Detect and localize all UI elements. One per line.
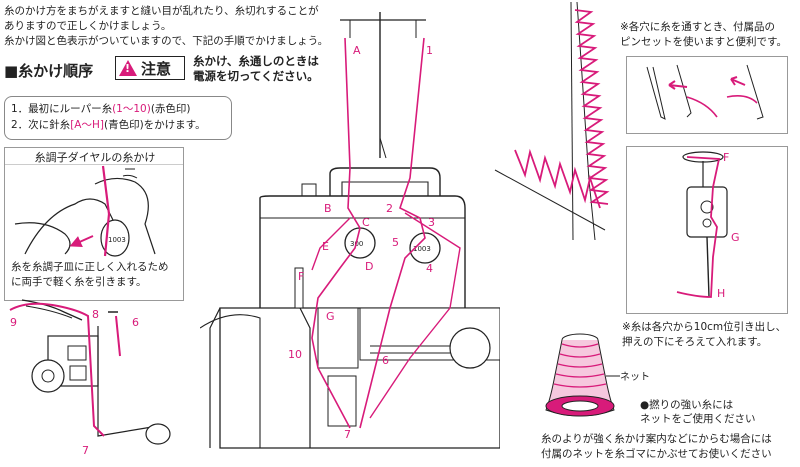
dial-note: 糸を糸調子皿に正しく入れるため に両手で軽く糸を引きます。 [11, 261, 169, 288]
needle-illustration: F G H [676, 151, 740, 300]
tweezer-tip: ※各穴に糸を通すとき、付属品の ピンセットを使いますと便利です。 [620, 21, 787, 48]
label-8: 8 [92, 308, 99, 321]
tension-dial-illustration: 1003 [5, 164, 183, 257]
label-e: E [322, 240, 329, 253]
label-10: 10 [288, 348, 302, 361]
dial-number: 1003 [108, 236, 126, 244]
label-f: F [723, 151, 729, 164]
label-9: 9 [10, 316, 17, 329]
tweezer-panel [626, 56, 788, 134]
label-4: 4 [426, 262, 433, 275]
needle-note: ※糸は各穴から10cm位引き出し、 押えの下にそろえて入れます。 [622, 321, 787, 348]
label-3: 3 [428, 216, 435, 229]
serger-illustration: 300 1003 A 1 B 2 C 3 E 5 D 4 F G 10 6 7 [200, 12, 500, 449]
tweezer-illustration [646, 64, 764, 120]
label-5: 5 [392, 236, 399, 249]
step-1: 1．最初にルーパー糸(1〜10)(赤色印) [11, 103, 191, 115]
step-2: 2．次に針糸[A〜H](青色印)をかけます。 [11, 119, 206, 131]
dial-right-number: 1003 [413, 245, 431, 253]
label-6: 6 [132, 316, 139, 329]
label-7: 7 [82, 444, 89, 457]
intro-line: ありますので正しくかけましょう。 [4, 20, 172, 32]
intro-line: 糸かけ図と色表示がついていますので、下記の手順でかけましょう。 [4, 35, 329, 47]
label-c: C [362, 216, 370, 229]
label-g: G [731, 231, 740, 244]
label-2: 2 [386, 202, 393, 215]
label-b: B [324, 202, 332, 215]
looper-illustration: 9 8 6 7 [9, 299, 171, 457]
stitch-illustration [494, 1, 610, 241]
needle-threading-panel: F G H [626, 146, 788, 314]
caution-label: 注意 [141, 59, 172, 78]
panel-title: 糸調子ダイヤルの糸かけ [34, 151, 156, 164]
caution-badge: ! 注意 [115, 56, 185, 80]
warning-icon: ! [119, 60, 137, 76]
threading-steps: 1．最初にルーパー糸(1〜10)(赤色印) 2．次に針糸[A〜H](青色印)をか… [4, 96, 232, 140]
label-6: 6 [382, 354, 389, 367]
label-g: G [326, 310, 335, 323]
net-label: ネット [620, 372, 650, 383]
net-illustration [545, 333, 620, 417]
label-f: F [298, 270, 304, 283]
label-7: 7 [344, 428, 351, 441]
intro-text: 糸のかけ方をまちがえますと縫い目が乱れたり、糸切れすることが ありますので正しく… [4, 4, 328, 49]
section-title: ■糸かけ順序 [4, 62, 94, 80]
label-h: H [717, 287, 725, 300]
caution-note: 糸かけ、糸通しのときは 電源を切ってください。 [193, 54, 319, 83]
net-bottom-note: 糸のよりが強く糸かけ案内などにからむ場合には 付属のネットを糸ゴマにかぶせてお使… [541, 433, 772, 460]
label-a: A [353, 44, 361, 57]
tension-dial-panel: 糸調子ダイヤルの糸かけ 1003 糸を糸調子皿に正しく入れるため に両手で軽く糸… [4, 147, 184, 301]
label-d: D [365, 260, 373, 273]
net-note: ●撚りの強い糸には ネットをご使用ください [640, 399, 756, 425]
label-1: 1 [426, 44, 433, 57]
intro-line: 糸のかけ方をまちがえますと縫い目が乱れたり、糸切れすることが [4, 5, 319, 17]
